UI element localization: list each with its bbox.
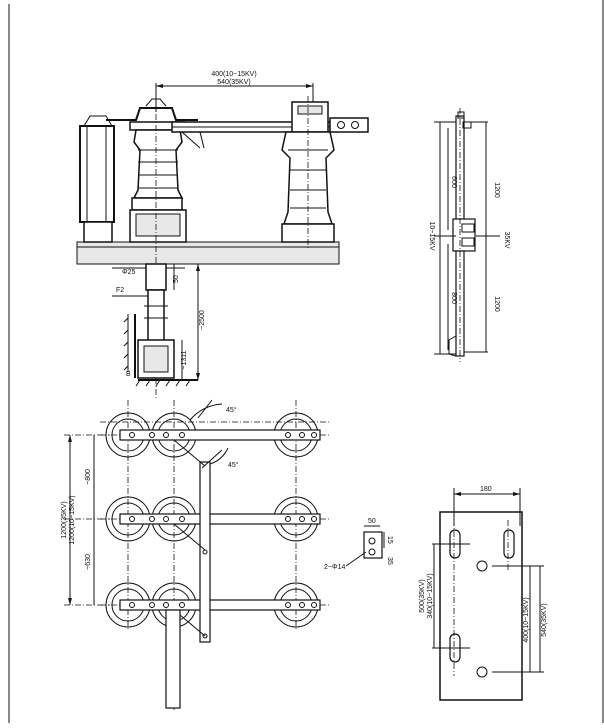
hole-detail: 50 15 35 2~Φ14 bbox=[324, 518, 393, 571]
operating-mechanism-cylinder bbox=[79, 125, 115, 223]
dim-50-label: 50 bbox=[173, 275, 180, 283]
plate-dim-400: 400(10~15KV) bbox=[523, 597, 530, 642]
plate-dim-500: 500(35KV) bbox=[419, 579, 426, 612]
linkage-rod bbox=[199, 461, 211, 643]
detail-dim-15: 15 bbox=[386, 536, 393, 544]
side-view: 10~15KV 600 800 1200 1200 35KV bbox=[428, 108, 510, 362]
b-label: B bbox=[126, 371, 131, 378]
detail-dim-50: 50 bbox=[368, 518, 376, 525]
phase-row-2 bbox=[105, 496, 321, 542]
f2-label: F2 bbox=[116, 287, 124, 294]
top-dimension-label-1: 400(10~15KV) bbox=[211, 71, 256, 78]
plate-dim-540: 540(35KV) bbox=[541, 603, 548, 636]
side-dim-600: 600 bbox=[450, 176, 457, 188]
top-dimension-label-2: 540(35KV) bbox=[217, 79, 250, 86]
spacing-label-35kv: 1200(35KV) bbox=[61, 501, 68, 538]
side-dim-1200-upper: 1200 bbox=[493, 182, 500, 198]
dim-2500-label: ~2500 bbox=[199, 310, 206, 330]
elevation-view: 400(10~15KV) 540(35KV) bbox=[76, 71, 369, 400]
angle-label-2: 45° bbox=[228, 461, 239, 469]
plate-dim-340: 340(10~15KV) bbox=[427, 573, 434, 618]
phase-row-1 bbox=[105, 412, 321, 458]
spacing-label-10-15kv: 1200(10~15KV) bbox=[69, 495, 76, 544]
plan-view: 45° 45° 1200(35KV) 1200(10~15KV) ~800 ~6… bbox=[61, 399, 330, 710]
side-label-10-15kv: 10~15KV bbox=[428, 222, 435, 251]
operating-rod bbox=[165, 609, 181, 709]
slot-top-right bbox=[503, 529, 515, 559]
phi25-label: Φ25 bbox=[122, 269, 135, 276]
dim-800-label: ~800 bbox=[85, 469, 92, 485]
base-frame bbox=[76, 241, 340, 265]
side-dim-800: 800 bbox=[450, 292, 457, 304]
detail-holes-label: 2~Φ14 bbox=[324, 564, 345, 571]
plate-dim-180: 180 bbox=[480, 486, 492, 493]
side-label-35kv: 35KV bbox=[503, 231, 510, 248]
detail-dim-35: 35 bbox=[386, 557, 393, 565]
angle-label-1: 45° bbox=[226, 406, 237, 414]
side-dim-1200-lower: 1200 bbox=[493, 296, 500, 312]
dim-1311-label: ~1311 bbox=[181, 350, 188, 369]
dim-630-label: ~630 bbox=[85, 554, 92, 570]
base-plate-view: 180 500(35KV) 340(10~15KV) 400(10~15KV) … bbox=[419, 486, 548, 701]
